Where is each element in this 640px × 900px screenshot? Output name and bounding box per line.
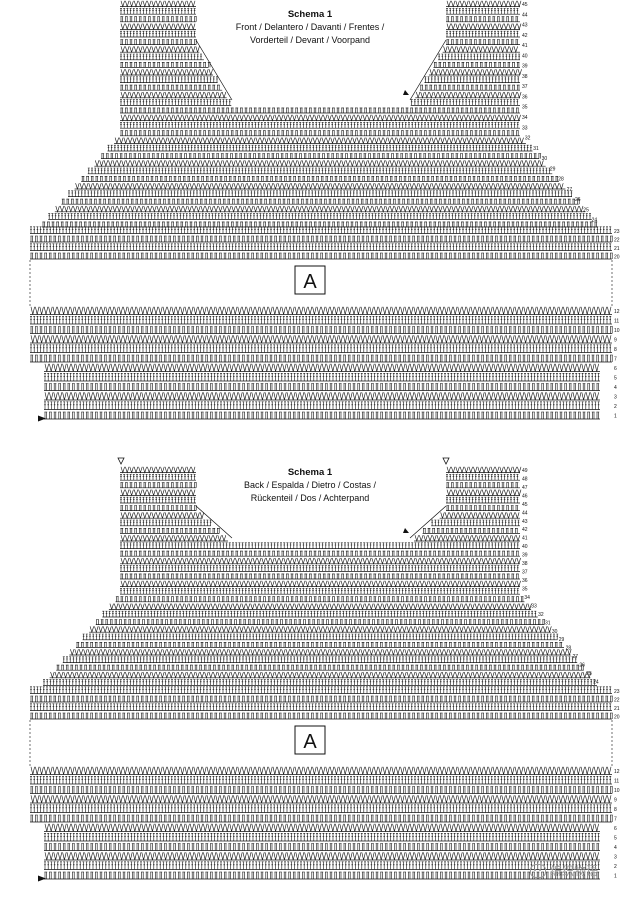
row-number: 34 [522,115,528,121]
row-number: 40 [522,53,528,59]
back-chart-title-block: Schema 1 Back / Espalda / Dietro / Costa… [205,466,415,505]
back-chart-subtitle-line-1: Back / Espalda / Dietro / Costas / [243,480,377,490]
row-number: 28 [558,177,564,183]
row-number: 11 [614,319,619,325]
front-chart: A454443424140393837363534333231302928272… [29,0,620,422]
row-number: 29 [550,166,556,172]
watermark-text: 编织物语 [550,864,599,878]
row-number: 7 [614,357,617,363]
row-number: 20 [614,715,620,721]
row-number: 39 [522,64,528,70]
row-number: 48 [522,476,528,482]
row-number: 7 [614,817,617,823]
row-number: 3 [614,395,617,401]
row-number: 12 [614,769,620,775]
row-number: 6 [614,826,617,832]
row-number: 32 [538,612,544,618]
row-number: 31 [533,146,539,152]
row-number: 22 [614,698,620,704]
row-number: 2 [614,864,617,870]
row-number: 11 [614,779,619,785]
wechat-icon [530,863,546,878]
row-number: 30 [552,629,558,635]
section-a-box [294,725,326,755]
row-number: 1 [614,874,617,880]
row-number: 21 [614,706,620,712]
row-number: 29 [559,637,565,643]
row-number: 36 [522,94,528,100]
row-number: 5 [614,376,617,382]
row-number: 42 [522,33,528,39]
back-chart: A494847464544434241403938373635343332313… [29,457,620,882]
row-number: 49 [522,468,528,474]
row-number: 10 [614,788,620,794]
row-number: 35 [522,586,528,592]
row-number: 23 [614,229,620,235]
watermark: 编织物语 [530,862,598,879]
section-a-label: A [303,731,317,753]
row-number: 1 [614,414,617,420]
row-number: 3 [614,855,617,861]
row-number: 10 [614,328,620,334]
row-number: 33 [531,603,537,609]
back-chart-title: Schema 1 [287,467,333,478]
row-number: 31 [545,620,551,626]
row-number: 25 [583,207,589,213]
row-number: 37 [522,570,528,576]
row-number: 24 [592,218,598,224]
section-a-box [294,265,326,295]
row-number: 32 [525,136,531,142]
row-number: 8 [614,347,617,353]
row-number: 39 [522,553,528,559]
row-number: 38 [522,74,528,80]
row-number: 43 [522,23,528,29]
row-number: 38 [522,561,528,567]
row-number: 20 [614,255,620,261]
row-number: 5 [614,836,617,842]
front-chart-title-block: Schema 1 Front / Delantero / Davanti / F… [205,8,415,47]
row-number: 45 [522,2,528,8]
row-number: 2 [614,404,617,410]
row-number: 25 [586,671,592,677]
row-number: 9 [614,798,617,804]
row-number: 44 [522,12,528,18]
row-number: 4 [614,845,617,851]
row-number: 45 [522,502,528,508]
row-number: 41 [522,536,528,542]
row-number: 34 [524,595,530,601]
row-number: 42 [522,527,528,533]
row-number: 41 [522,43,528,49]
row-number: 23 [614,689,620,695]
row-number: 36 [522,578,528,584]
row-number: 26 [575,197,581,203]
row-number: 33 [522,125,528,131]
row-number: 24 [593,680,599,686]
row-number: 22 [614,238,620,244]
front-chart-title: Schema 1 [287,9,333,20]
row-number: 12 [614,309,620,315]
row-number: 8 [614,807,617,813]
row-number: 28 [566,646,572,652]
front-chart-subtitle-line-1: Front / Delantero / Davanti / Frentes / [235,22,385,32]
row-number: 44 [522,510,528,516]
row-number: 27 [573,654,579,660]
row-number: 47 [522,485,528,491]
row-number: 35 [522,105,528,111]
back-chart-subtitle-line-2: Rückenteil / Dos / Achterpand [250,493,370,503]
row-number: 46 [522,493,528,499]
row-number: 30 [542,156,548,162]
front-chart-subtitle-line-2: Vorderteil / Devant / Voorpand [249,35,371,45]
section-a-label: A [303,271,317,293]
row-number: 4 [614,385,617,391]
row-number: 26 [579,663,585,669]
row-number: 27 [567,187,573,193]
row-number: 37 [522,84,528,90]
row-number: 9 [614,338,617,344]
row-number: 6 [614,366,617,372]
row-number: 21 [614,246,620,252]
row-number: 40 [522,544,528,550]
row-number: 43 [522,519,528,525]
